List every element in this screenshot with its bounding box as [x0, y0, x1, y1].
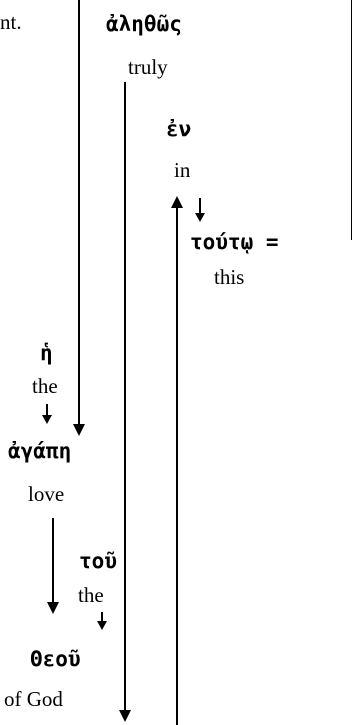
arrowhead-down [73, 424, 85, 436]
arrowhead-down [97, 621, 107, 630]
word-he-greek: ἡ [40, 341, 53, 365]
word-theou-gloss: of God [4, 687, 63, 711]
arrowhead-down [42, 415, 52, 424]
word-touto-gloss: this [214, 265, 244, 289]
arrowhead-down [195, 213, 205, 222]
word-agape-gloss: love [28, 482, 64, 506]
word-agape-greek: ἀγάπη [8, 439, 71, 463]
arrowhead-down [119, 710, 131, 722]
word-theou-greek: Θεοῦ [30, 647, 81, 671]
word-en-gloss: in [174, 158, 191, 182]
word-touto-greek: τούτῳ = [190, 230, 279, 254]
word-en-greek: ἐν [166, 117, 191, 141]
arrowhead-down [47, 602, 59, 614]
word-tou-gloss: the [78, 583, 104, 607]
arrowhead-up [171, 196, 183, 208]
word-alethos-gloss: truly [128, 55, 168, 79]
word-he-gloss: the [32, 374, 58, 398]
word-tou-greek: τοῦ [79, 549, 117, 573]
word-alethos-greek: ἀληθῶς [106, 12, 182, 36]
fragment-text: nt. [0, 10, 22, 34]
